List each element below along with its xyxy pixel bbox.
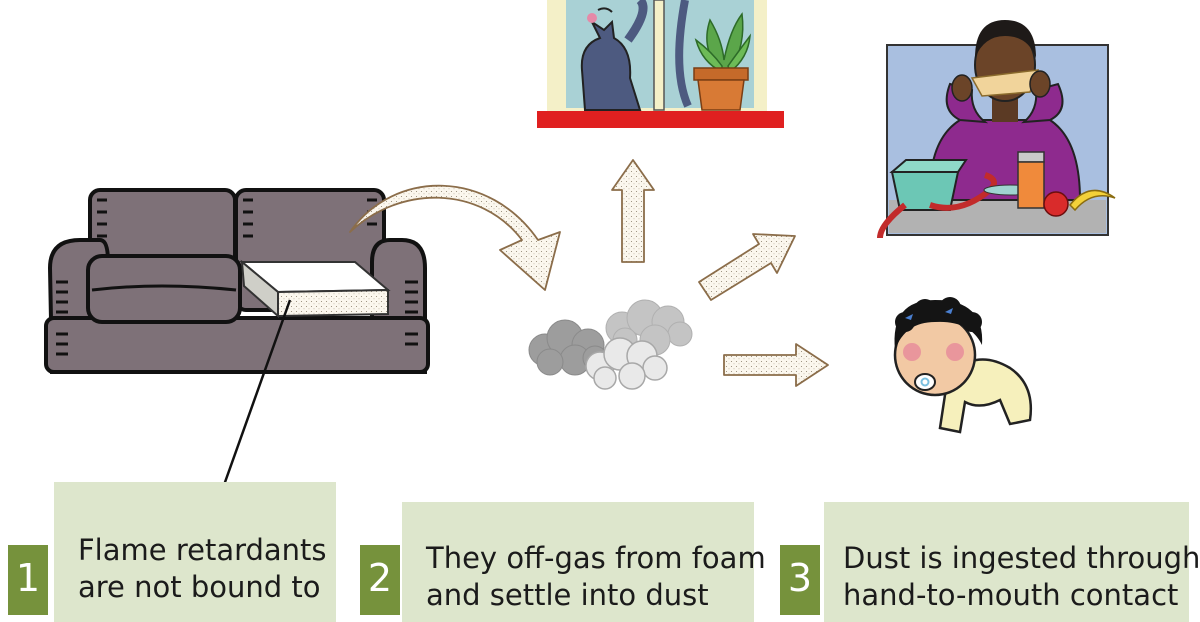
step-1-text-line: are not bound to — [78, 570, 321, 604]
step-1-text-line: Flame retardants — [78, 533, 327, 567]
step-1-number: 1 — [8, 545, 48, 615]
baby-illustration — [893, 297, 1033, 434]
curved-arrow-icon — [349, 184, 561, 291]
step-2-text-line: They off-gas from foam — [426, 541, 766, 575]
step-3-text-line: Dust is ingested through — [843, 541, 1200, 575]
callout-line — [222, 299, 292, 486]
step-3-number: 3 — [780, 545, 820, 615]
adult-eating-illustration — [877, 20, 1116, 239]
flame-retardant-exposure-diagram — [44, 0, 1116, 486]
step-2-text: They off-gas from foam and settle into d… — [426, 540, 766, 614]
step-1-text: Flame retardants are not bound to — [78, 532, 327, 606]
step-1-box — [54, 482, 336, 622]
foam-cushion-illustration — [239, 259, 391, 319]
arrow-right-icon — [723, 343, 829, 387]
arrow-up-icon — [611, 159, 655, 263]
window-illustration — [537, 0, 784, 128]
step-3-text: Dust is ingested through hand-to-mouth c… — [843, 540, 1200, 614]
step-3-text-line: hand-to-mouth contact — [843, 578, 1179, 612]
dust-clouds-illustration — [528, 299, 693, 390]
step-2-number: 2 — [360, 545, 400, 615]
step-2-text-line: and settle into dust — [426, 578, 709, 612]
arrow-diagonal-icon — [698, 233, 796, 301]
